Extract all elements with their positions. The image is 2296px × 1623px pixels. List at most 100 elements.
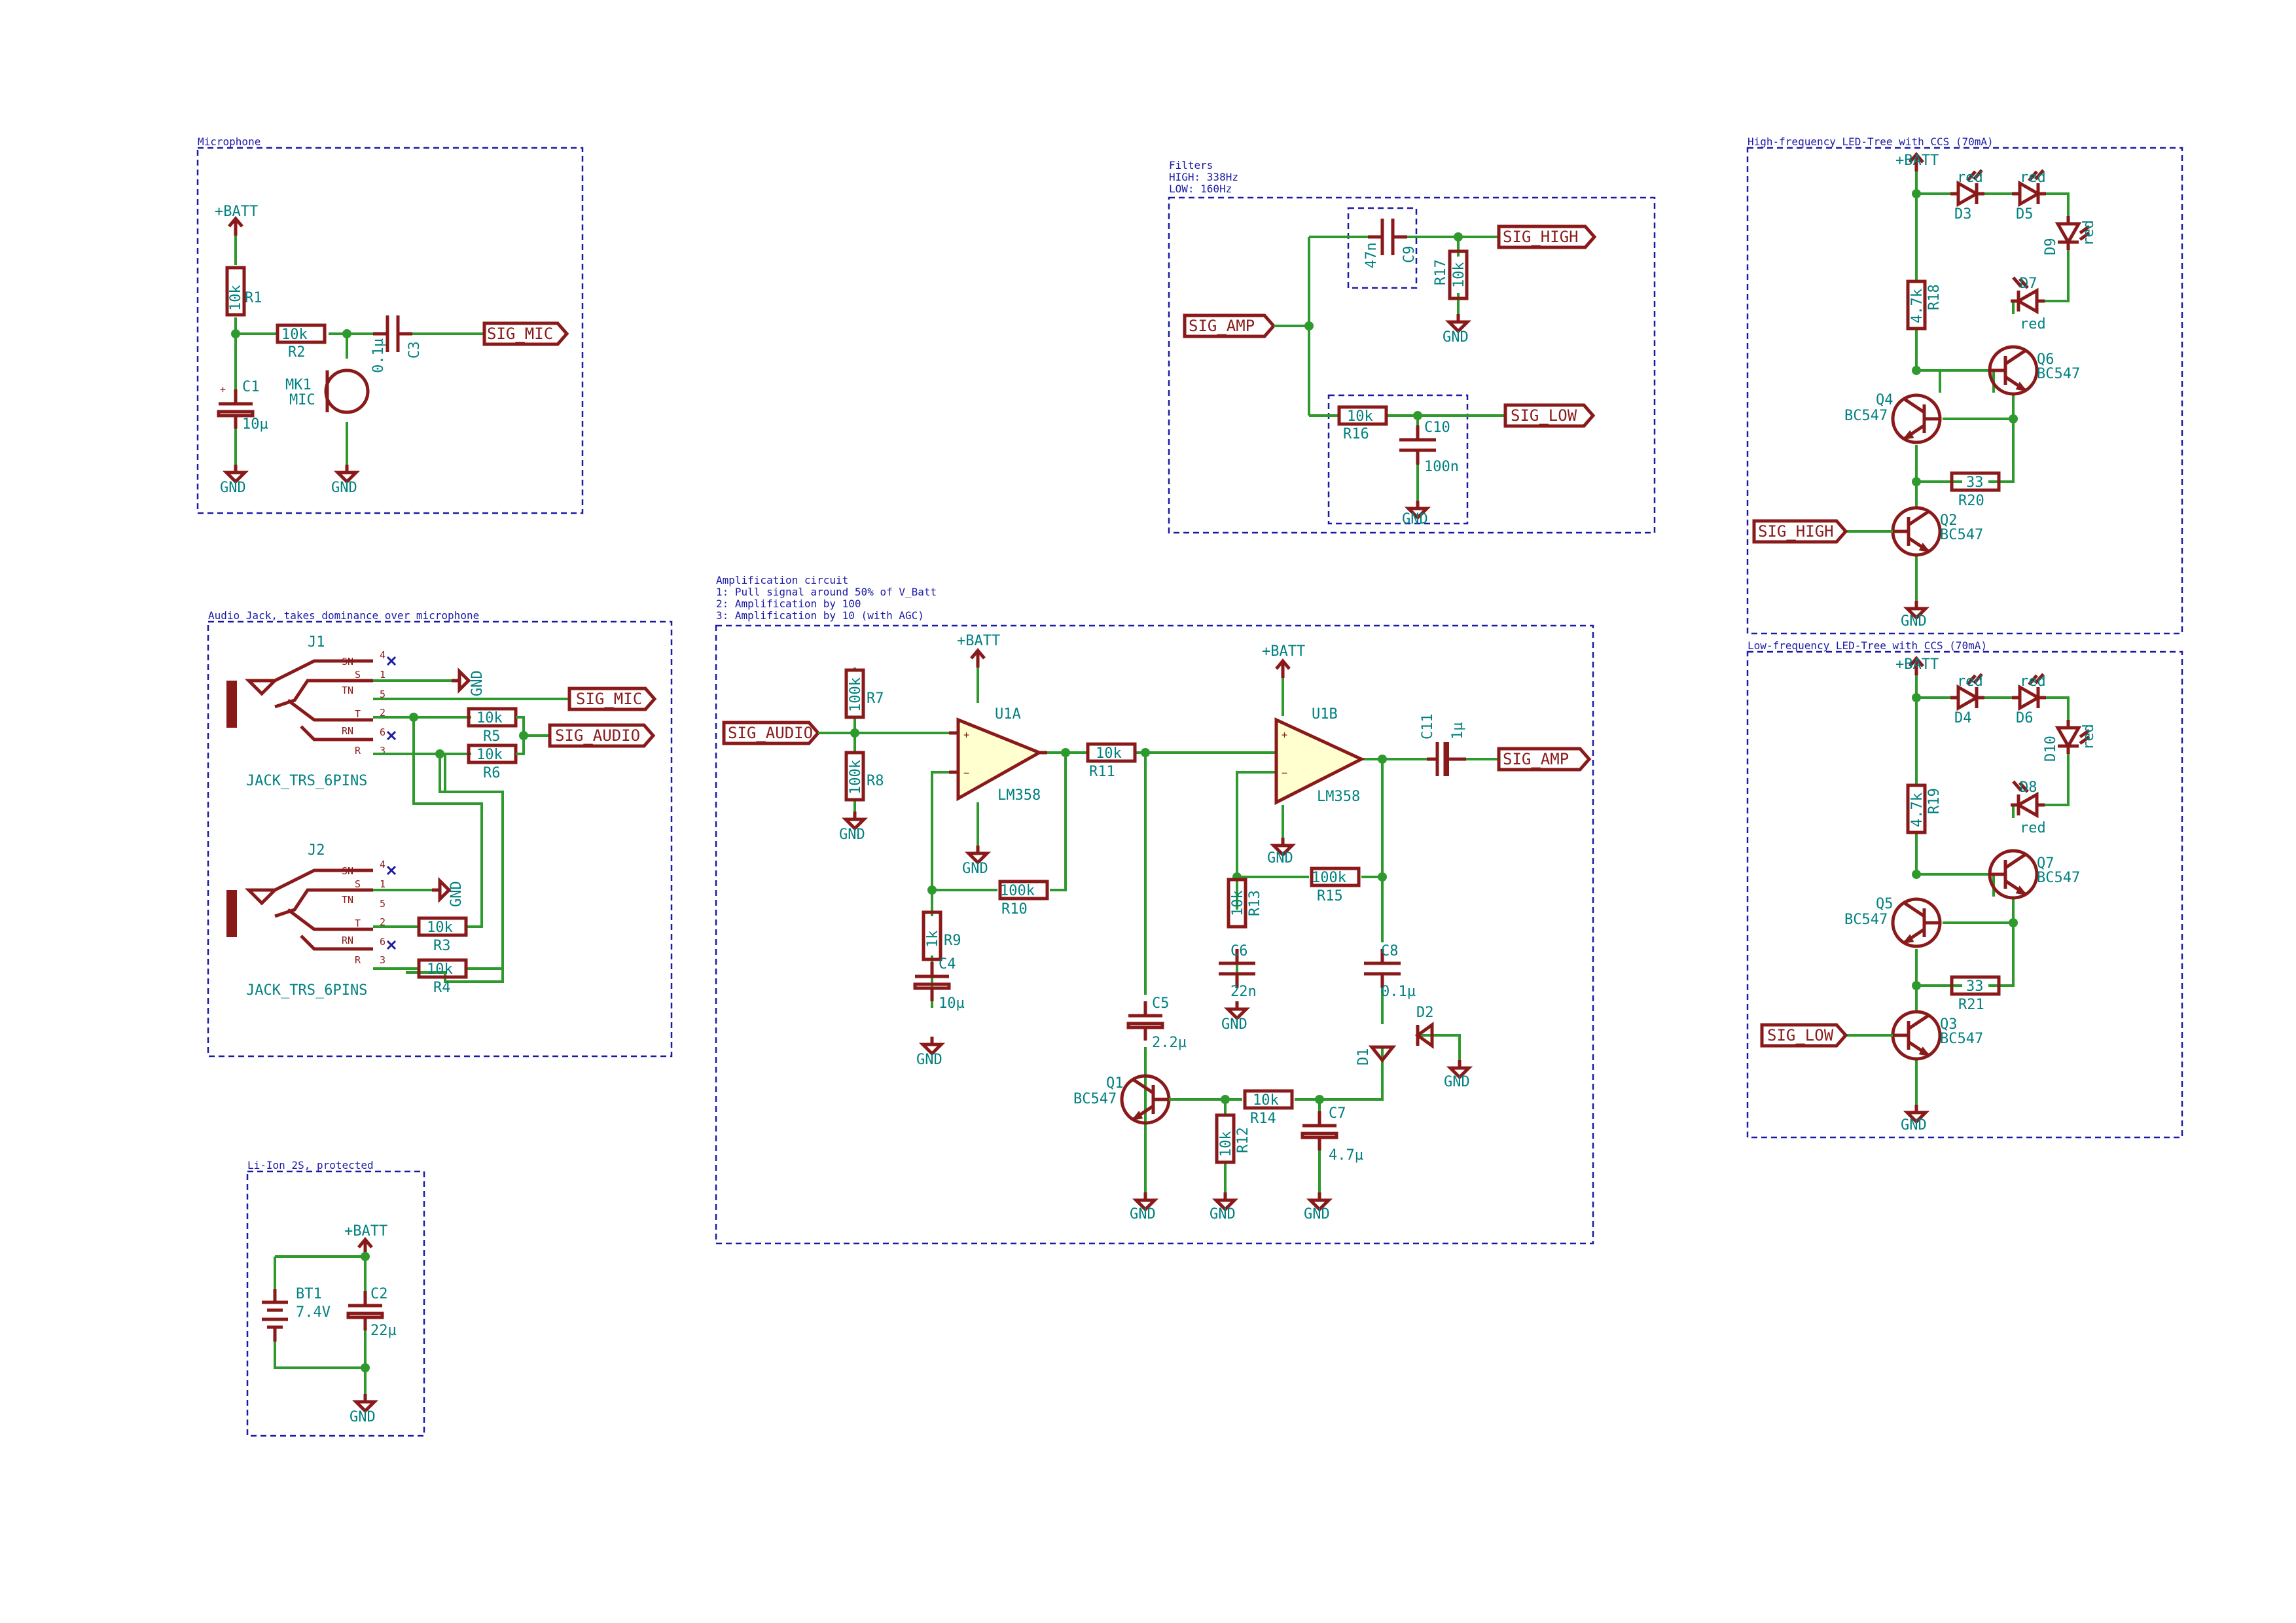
high-frequency-led-tree: High-frequency LED-Tree with CCS (70mA) … — [1746, 135, 2183, 635]
Q2-value: BC547 — [1940, 527, 1983, 543]
C10-value: 100n — [1424, 459, 1459, 475]
svg-text:D10: D10 — [2043, 736, 2059, 762]
led-color: red — [2020, 820, 2046, 836]
gnd-label: GND — [916, 1052, 942, 1068]
led-color: red — [1957, 169, 1983, 186]
R8-value: 100k — [848, 760, 864, 794]
U1A-ref: U1A — [995, 706, 1021, 722]
sig-audio-label-frame — [722, 721, 821, 745]
C6-ref: C6 — [1230, 943, 1248, 959]
C8-value: 0.1µ — [1381, 984, 1416, 1000]
batt-power-label: +BATT — [1895, 656, 1939, 673]
amp-line-3: 3: Amplification by 10 (with AGC) — [716, 609, 924, 622]
svg-text:SN: SN — [342, 865, 353, 877]
svg-text:+: + — [963, 729, 969, 741]
C7-ref: C7 — [1329, 1105, 1346, 1122]
R7-ref: R7 — [867, 690, 884, 707]
opamp-U1A — [949, 717, 1047, 802]
U1A-value: LM358 — [997, 787, 1041, 804]
gnd-label: GND — [220, 480, 246, 496]
capacitor-C11 — [1427, 742, 1466, 776]
C11-value: 1µ — [1450, 722, 1466, 740]
sig-mic-label: SIG_MIC — [487, 325, 553, 343]
svg-text:Q6: Q6 — [2037, 351, 2054, 368]
R11-ref: R11 — [1089, 764, 1115, 780]
sig-low-label-frame — [1503, 403, 1596, 428]
svg-text:T: T — [355, 918, 361, 929]
led-color: red — [2020, 169, 2046, 186]
microphone-block: Microphone +BATT 10k R1 10k R2 C3 0.1µ S… — [196, 135, 584, 514]
R6-ref: R6 — [483, 765, 501, 781]
filters-low: LOW: 160Hz — [1169, 183, 1232, 195]
R16-ref: R16 — [1343, 426, 1369, 442]
MK1-ref: MK1 — [285, 377, 312, 393]
amp-line-1: 1: Pull signal around 50% of V_Batt — [716, 586, 937, 598]
svg-text:4: 4 — [380, 859, 386, 870]
sig-audio-label: SIG_AUDIO — [728, 724, 813, 742]
svg-text:D9: D9 — [2043, 238, 2059, 256]
gnd-label: GND — [1402, 511, 1428, 527]
lf-frame — [1746, 651, 2183, 1139]
sig-mic-label: SIG_MIC — [576, 690, 642, 708]
gnd-label: GND — [839, 827, 865, 843]
transistor-Q5 — [1893, 899, 1940, 946]
batt-power-icon — [229, 219, 242, 236]
sig-amp-label: SIG_AMP — [1503, 750, 1569, 768]
svg-text:Q3: Q3 — [1940, 1016, 1958, 1033]
batt-power-label: +BATT — [957, 633, 1000, 649]
J1-ref: J1 — [308, 634, 325, 651]
svg-text:TN: TN — [342, 894, 353, 906]
sig-audio-label-frame — [548, 723, 656, 748]
svg-text:2: 2 — [380, 916, 386, 928]
sig-high-label: SIG_HIGH — [1503, 228, 1579, 246]
R19-ref: R19 — [1926, 788, 1943, 814]
C2-ref: C2 — [370, 1286, 388, 1302]
led-color: red — [2081, 220, 2097, 246]
R20-value: 33 — [1966, 474, 1984, 491]
C1-value: 10µ — [242, 416, 268, 433]
C9-value: 47n — [1363, 242, 1380, 268]
C7-value: 4.7µ — [1329, 1147, 1363, 1164]
J2-value: JACK_TRS_6PINS — [246, 982, 367, 999]
svg-text:1: 1 — [380, 878, 386, 890]
MK1-value: MIC — [289, 392, 315, 408]
amp-line-2: 2: Amplification by 100 — [716, 597, 861, 610]
BT1-ref: BT1 — [296, 1286, 322, 1302]
transistor-Q2 — [1893, 508, 1940, 555]
svg-text:Q5: Q5 — [1876, 896, 1893, 912]
audio-jack-frame — [207, 620, 673, 1058]
R16-value: 10k — [1347, 408, 1373, 425]
R17-ref: R17 — [1433, 259, 1449, 285]
audio-jack-title: Audio Jack, takes dominance over microph… — [208, 609, 479, 622]
batt-power-icon — [971, 651, 984, 668]
Q6-value: BC547 — [2037, 366, 2080, 382]
filters-high: HIGH: 338Hz — [1169, 171, 1238, 183]
sig-amp-label-frame — [1497, 747, 1592, 772]
amplification-block: Amplification circuit 1: Pull signal aro… — [715, 574, 1594, 1245]
svg-text:4: 4 — [380, 649, 386, 661]
C10-ref: C10 — [1424, 419, 1450, 436]
C8-ref: C8 — [1381, 943, 1399, 959]
R13-ref: R13 — [1247, 890, 1263, 916]
sig-high-label-frame — [1752, 519, 1848, 544]
gnd-label: GND — [1444, 1074, 1470, 1090]
svg-text:+: + — [1282, 729, 1287, 741]
J2-ref: J2 — [308, 842, 325, 859]
svg-text:D6: D6 — [2016, 710, 2034, 726]
R13-value: 10k — [1230, 890, 1246, 916]
svg-text:SN: SN — [342, 656, 353, 668]
audio-jack-block: Audio Jack, takes dominance over microph… — [207, 609, 673, 1058]
C2-value: 22µ — [370, 1323, 397, 1339]
lf-title: Low-frequency LED-Tree with CCS (70mA) — [1748, 639, 1987, 652]
batt-power-icon — [1276, 661, 1289, 678]
BT1-value: 7.4V — [296, 1304, 331, 1321]
svg-text:D7: D7 — [2020, 276, 2037, 292]
R9-ref: R9 — [944, 933, 961, 949]
R8-ref: R8 — [867, 773, 884, 789]
R17-value: 10k — [1451, 262, 1467, 288]
C4-value: 10µ — [939, 995, 965, 1012]
led-color: red — [2081, 724, 2097, 750]
gnd-label: GND — [469, 670, 486, 696]
R6-value: 10k — [476, 747, 503, 763]
gnd-label: GND — [1130, 1206, 1156, 1222]
